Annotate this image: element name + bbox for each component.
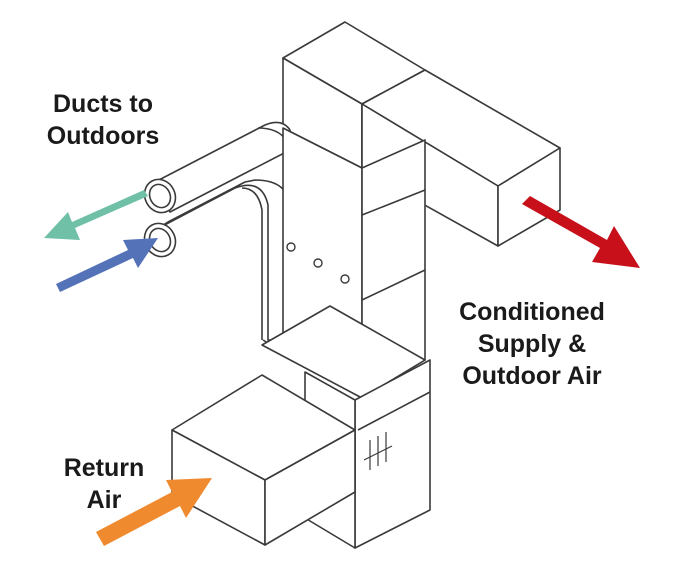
conditioned-label-line-3: Outdoor Air [462,362,602,390]
return-label-line-2: Air [86,486,122,514]
ducts-label-line-2: Outdoors [46,122,160,150]
supply-duct [361,69,561,247]
conditioned-label-line-1: Conditioned [459,298,605,326]
supply-arrow [522,196,640,268]
return-arrow [96,478,212,546]
ducts-label-line-1: Ducts to [53,90,153,118]
ducts-to-outdoors-label: Ducts to Outdoors [28,88,178,152]
outdoor-ducts [143,121,291,341]
exhaust-arrow [44,190,148,240]
conditioned-supply-label: Conditioned Supply & Outdoor Air [432,296,632,392]
intake-arrow [56,238,158,292]
return-duct [171,374,356,546]
return-label-line-1: Return [63,454,145,482]
conditioned-label-line-2: Supply & [477,330,587,358]
return-air-label: Return Air [44,452,164,516]
